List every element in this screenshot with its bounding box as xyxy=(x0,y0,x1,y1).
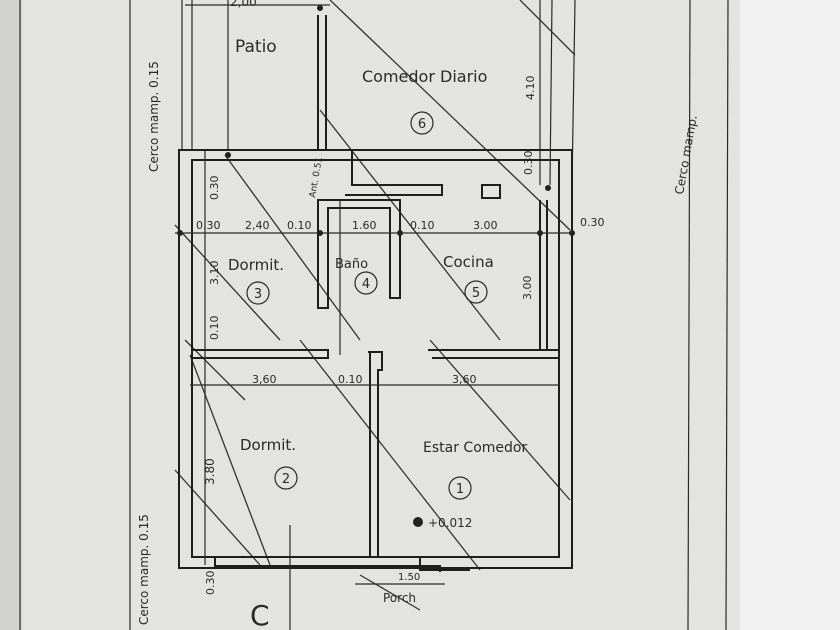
dim-row2: 3,60 xyxy=(252,373,277,386)
room-label-dormitorio-2: Dormit. xyxy=(240,436,296,454)
dim-row2: 0.10 xyxy=(338,373,363,386)
dim-row1: 1.60 xyxy=(352,219,377,232)
svg-text:4: 4 xyxy=(362,277,370,292)
room-number-5: 5 xyxy=(464,280,488,304)
level-text: +0.012 xyxy=(428,516,472,530)
room-number-6: 6 xyxy=(410,111,434,135)
dim-row1: 0.30 xyxy=(196,219,221,232)
svg-text:2: 2 xyxy=(282,472,290,487)
svg-text:3: 3 xyxy=(254,287,262,302)
svg-text:6: 6 xyxy=(418,117,426,132)
dim-porch: 1.50 xyxy=(398,572,420,583)
dimension-lines xyxy=(175,5,575,630)
room-label-patio: Patio xyxy=(235,37,277,57)
dim-vertical: 3.00 xyxy=(521,276,534,301)
room-label-porch: Porch xyxy=(383,591,416,605)
room-label-dormitorio-3: Dormit. xyxy=(228,256,284,274)
dim-vertical: 0.30 xyxy=(522,151,535,176)
dim-row1: 0.10 xyxy=(287,219,312,232)
dim-row2: 3,60 xyxy=(452,373,477,386)
room-label-cocina: Cocina xyxy=(443,253,494,271)
room-number-3: 3 xyxy=(246,281,270,305)
section-letter: C xyxy=(250,599,270,630)
room-number-2: 2 xyxy=(274,466,298,490)
dim-vertical: 0.30 xyxy=(208,176,221,201)
page-edge xyxy=(740,0,840,630)
dim-row1: 2,40 xyxy=(245,219,270,232)
dim-top: 2,00 xyxy=(230,0,257,9)
room-label-comedor-diario: Comedor Diario xyxy=(362,67,487,86)
dim-row1: 3.00 xyxy=(473,219,498,232)
svg-text:1: 1 xyxy=(456,482,464,497)
dim-vertical: 0.10 xyxy=(208,316,221,341)
svg-text:5: 5 xyxy=(472,286,480,301)
room-label-estar-comedor: Estar Comedor xyxy=(423,440,527,456)
dim-vertical: 3.80 xyxy=(203,458,217,485)
room-number-1: 1 xyxy=(448,476,472,500)
dim-vertical: 0.30 xyxy=(204,571,217,596)
level-marker-icon xyxy=(413,517,423,527)
dim-vertical: 4.10 xyxy=(524,76,537,101)
left-fence-label-lower: Cerco mamp. 0.15 xyxy=(137,514,151,625)
dim-row1: 0.30 xyxy=(580,216,605,229)
left-fence-label: Cerco mamp. 0.15 xyxy=(147,61,161,172)
left-edge-shadow xyxy=(0,0,22,630)
dim-vertical: 3.10 xyxy=(208,261,221,286)
margin-line xyxy=(725,0,729,630)
room-label-bano: Baño xyxy=(335,257,368,272)
dim-row1: 0.10 xyxy=(410,219,435,232)
room-number-4: 4 xyxy=(354,271,378,295)
